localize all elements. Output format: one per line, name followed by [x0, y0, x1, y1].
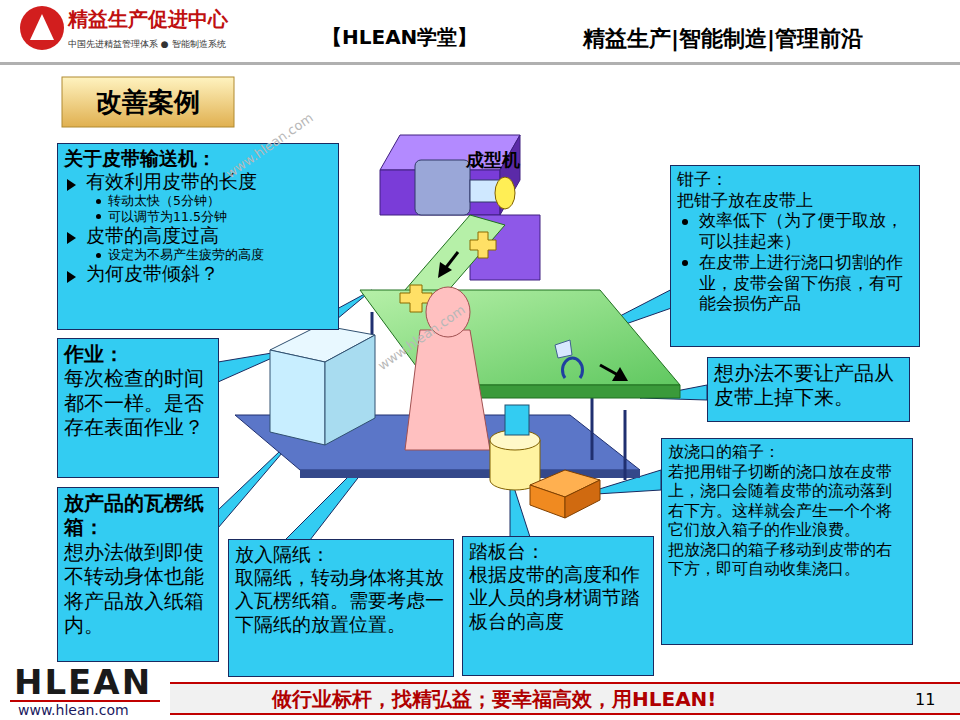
callout-text: 钳子： [677, 169, 913, 190]
callout-text: 把放浇口的箱子移动到皮带的右下方，即可自动收集浇口。 [668, 540, 906, 579]
callout-text: 每次检查的时间都不一样。是否存在表面作业？ [64, 366, 212, 439]
callout-text: 把钳子放在皮带上 [677, 190, 913, 211]
part-label: 成型机 [466, 148, 520, 172]
callout-box: 放入隔纸：取隔纸，转动身体将其放入瓦楞纸箱。需要考虑一下隔纸的放置位置。 [228, 539, 454, 677]
callout-box: 放产品的瓦楞纸箱：想办法做到即使不转动身体也能将产品放入纸箱内。 [57, 487, 219, 662]
header-slogan: 精益生产|智能制造|管理前沿 [583, 24, 863, 54]
callout-text: 想办法做到即使不转动身体也能将产品放入纸箱内。 [64, 540, 212, 638]
callout-text: 取隔纸，转动身体将其放入瓦楞纸箱。需要考虑一下隔纸的放置位置。 [235, 566, 447, 636]
callout-text: 放入隔纸： [235, 543, 447, 566]
footer-slogan: 做行业标杆，找精弘益；要幸福高效，用HLEAN! [272, 686, 716, 713]
callout-text: 可以调节为11.5分钟 [64, 209, 332, 224]
callout-text: 想办法不要让产品从皮带上掉下来。 [714, 361, 903, 410]
callout-text: 在皮带上进行浇口切割的作业，皮带会留下伤痕，有可能会损伤产品 [677, 252, 913, 314]
callout-box: 想办法不要让产品从皮带上掉下来。 [707, 357, 910, 422]
slide-title: 改善案例 [62, 77, 234, 127]
callout-box: 放浇口的箱子：若把用钳子切断的浇口放在皮带上，浇口会随着皮带的流动落到右下方。这… [661, 438, 913, 645]
org-name: 精益生产促进中心 [68, 6, 228, 33]
callout-text: 若把用钳子切断的浇口放在皮带上，浇口会随着皮带的流动落到右下方。这样就会产生一个… [668, 462, 906, 540]
callout-text: 放产品的瓦楞纸箱： [64, 491, 212, 540]
footer-url: www.hlean.com [18, 702, 129, 718]
callout-text: 作业： [64, 342, 212, 366]
page-number: 11 [915, 690, 935, 709]
callout-text: 为何皮带倾斜？ [64, 262, 332, 285]
callout-text: 皮带的高度过高 [64, 224, 332, 247]
callout-text: 设定为不易产生疲劳的高度 [64, 247, 332, 262]
callout-text: 放浇口的箱子： [668, 442, 906, 462]
org-subtitle: 中国先进精益管理体系 ● 智能制造系统 [68, 38, 226, 51]
callout-box: 踏板台：根据皮带的高度和作业人员的身材调节踏板台的高度 [462, 536, 654, 676]
callout-text: 关于皮带输送机： [64, 147, 332, 170]
callout-box: 关于皮带输送机：有效利用皮带的长度转动太快（5分钟）可以调节为11.5分钟皮带的… [57, 143, 339, 330]
callout-text: 效率低下（为了便于取放，可以挂起来） [677, 210, 913, 251]
brand-tag: 【HLEAN学堂】 [322, 24, 477, 51]
callout-text: 根据皮带的高度和作业人员的身材调节踏板台的高度 [469, 563, 647, 633]
callout-text: 有效利用皮带的长度 [64, 170, 332, 193]
callout-text: 转动太快（5分钟） [64, 193, 332, 208]
callout-box: 作业：每次检查的时间都不一样。是否存在表面作业？ [57, 338, 219, 478]
callout-text: 踏板台： [469, 540, 647, 563]
footer-logo: HLEAN [14, 662, 152, 702]
callout-box: 钳子：把钳子放在皮带上效率低下（为了便于取放，可以挂起来）在皮带上进行浇口切割的… [670, 165, 920, 347]
